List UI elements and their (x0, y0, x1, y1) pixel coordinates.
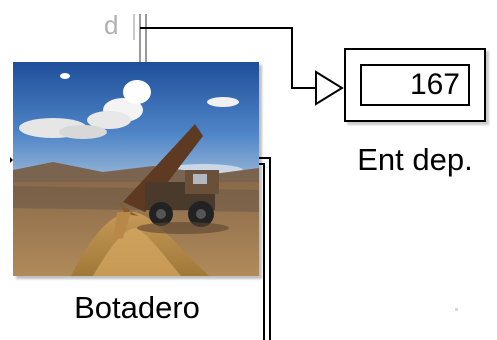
wire-out-a[interactable] (258, 157, 271, 340)
dump-truck-photo-icon (13, 62, 259, 276)
wire-out-b[interactable] (258, 163, 265, 340)
display-value: 167 (360, 64, 470, 106)
left-port-icon (10, 157, 13, 163)
input-arrow-icon (315, 70, 344, 106)
display-block-name: Ent dep. (357, 142, 473, 177)
photo-block-name: Botadero (74, 290, 200, 325)
photo-block[interactable] (13, 62, 259, 276)
wire-to-display[interactable] (140, 27, 316, 89)
canvas-speck (455, 308, 458, 311)
display-block[interactable]: 167 (344, 48, 486, 122)
port-label: d (104, 10, 119, 40)
